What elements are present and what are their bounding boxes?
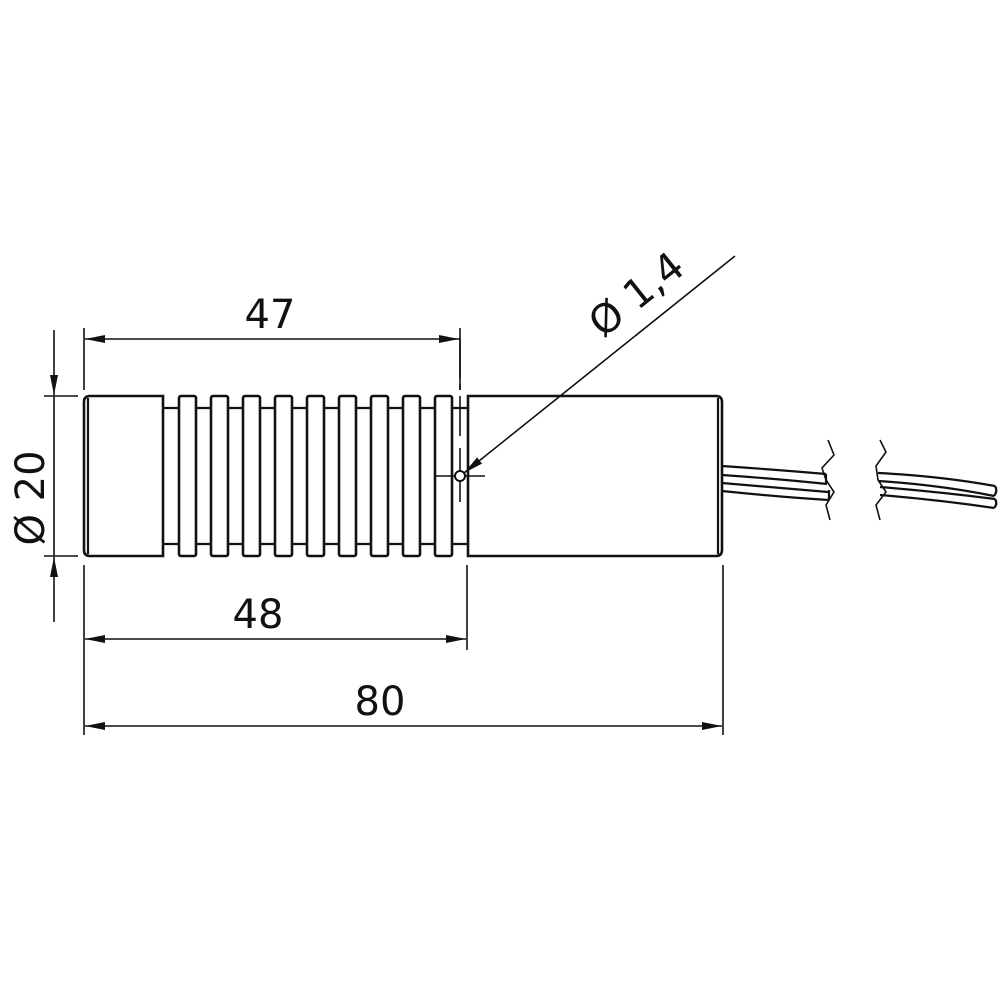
leader-line: [463, 255, 736, 474]
dimension-label-diameter-20: Ø 20: [8, 450, 54, 545]
dimension-label-hole-diameter: Ø 1,4: [580, 243, 693, 346]
cable-wire-top: [721, 464, 827, 476]
cable-wire-bottom-right: [879, 493, 995, 510]
hole-icon: [454, 470, 466, 482]
fin: [401, 394, 422, 558]
dimension-label-80: 80: [355, 679, 406, 725]
module-body: [82, 338, 724, 558]
fin: [273, 394, 294, 558]
fin: [209, 394, 230, 558]
dimension-48: 48: [83, 565, 468, 735]
cable-wire-mid-b: [721, 481, 829, 494]
front-cap: [82, 394, 165, 558]
fin: [177, 394, 198, 558]
cable-wire-mid-a: [721, 473, 828, 486]
wire-end-round: [993, 485, 998, 497]
fin: [337, 394, 358, 558]
dimension-label-47: 47: [245, 292, 296, 338]
dimension-diameter-20: Ø 20: [8, 330, 78, 622]
heatsink-fins: [177, 394, 454, 558]
break-mark-right: [875, 439, 887, 521]
fin: [241, 394, 262, 558]
dimension-80: 80: [85, 565, 724, 735]
fin: [369, 394, 390, 558]
cable-wire-bottom: [721, 489, 830, 502]
fin: [305, 394, 326, 558]
cable: [721, 439, 998, 521]
cable-wire-mid-right-a: [877, 479, 995, 498]
break-mark-left: [821, 439, 835, 521]
dimension-label-48: 48: [233, 592, 284, 638]
cable-wire-mid-right-b: [879, 485, 996, 501]
cable-wire-top-right: [877, 471, 996, 488]
dimension-47: 47: [83, 292, 461, 390]
rear-housing: [466, 394, 724, 558]
wire-end-round: [993, 498, 998, 509]
